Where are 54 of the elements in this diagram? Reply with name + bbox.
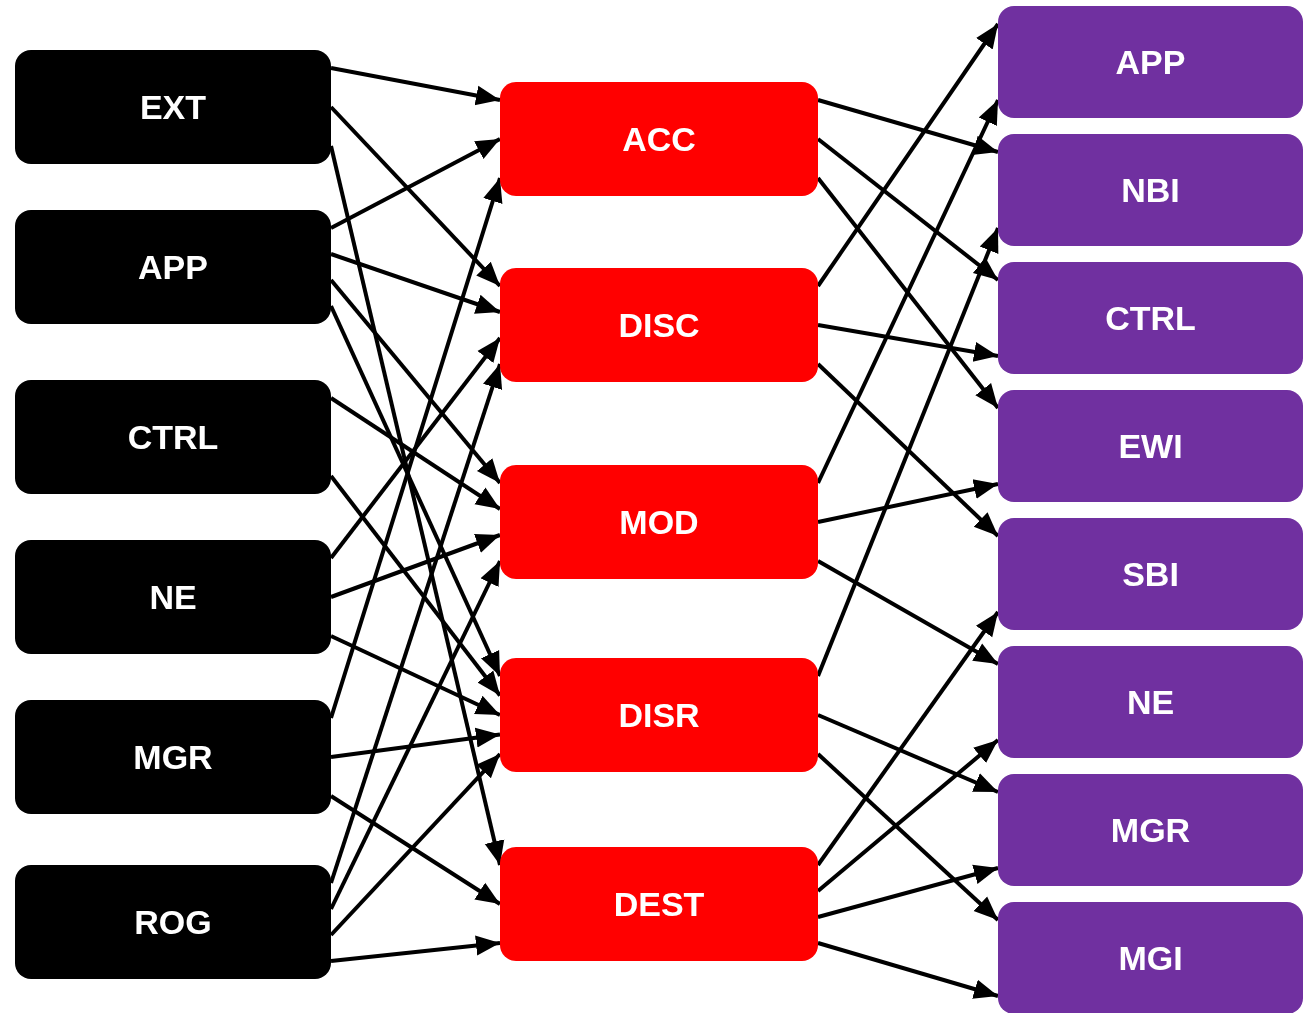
process-box: NE (15, 540, 331, 654)
process-box: ACC (500, 82, 818, 196)
arrow (817, 941, 999, 999)
arrow (329, 145, 505, 866)
arrow (329, 363, 503, 884)
process-box: EWI (998, 390, 1303, 502)
process-box: ROG (15, 865, 331, 979)
arrow (817, 98, 999, 155)
arrow (329, 177, 503, 719)
arrow (816, 99, 1000, 484)
process-box: NBI (998, 134, 1303, 246)
process-box: DISR (500, 658, 818, 772)
arrow (329, 278, 502, 485)
process-box: SBI (998, 518, 1303, 630)
process-box: CTRL (15, 380, 331, 494)
arrow (329, 105, 502, 288)
process-box: MOD (500, 465, 818, 579)
arrow (329, 794, 502, 906)
arrow (817, 479, 999, 524)
process-box: APP (998, 6, 1303, 118)
process-box: MGI (998, 902, 1303, 1013)
process-box: MGR (998, 774, 1303, 886)
process-box: DEST (500, 847, 818, 961)
arrow (330, 533, 501, 599)
arrow (817, 713, 999, 794)
arrow (816, 227, 1000, 677)
process-box: DISC (500, 268, 818, 382)
arrow (817, 323, 999, 362)
arrow (329, 396, 502, 511)
arrow (330, 252, 501, 314)
arrow (816, 137, 1000, 282)
arrow (816, 738, 1000, 893)
process-box: CTRL (998, 262, 1303, 374)
arrow (330, 727, 501, 759)
arrow (330, 935, 501, 963)
arrow (329, 560, 502, 910)
arrow (817, 559, 999, 666)
arrow (816, 362, 1000, 538)
arrow (330, 66, 501, 106)
arrow (330, 634, 501, 717)
arrow (329, 474, 502, 697)
arrow (329, 336, 502, 560)
process-box: APP (15, 210, 331, 324)
arrow (329, 752, 502, 937)
arrow (816, 610, 1000, 867)
process-box: EXT (15, 50, 331, 164)
arrow (330, 137, 501, 230)
arrow (817, 864, 999, 919)
process-box: MGR (15, 700, 331, 814)
arrow (816, 22, 1000, 288)
process-box: NE (998, 646, 1303, 758)
arrow (816, 752, 1000, 922)
arrow (816, 176, 1000, 410)
arrow (329, 305, 502, 677)
